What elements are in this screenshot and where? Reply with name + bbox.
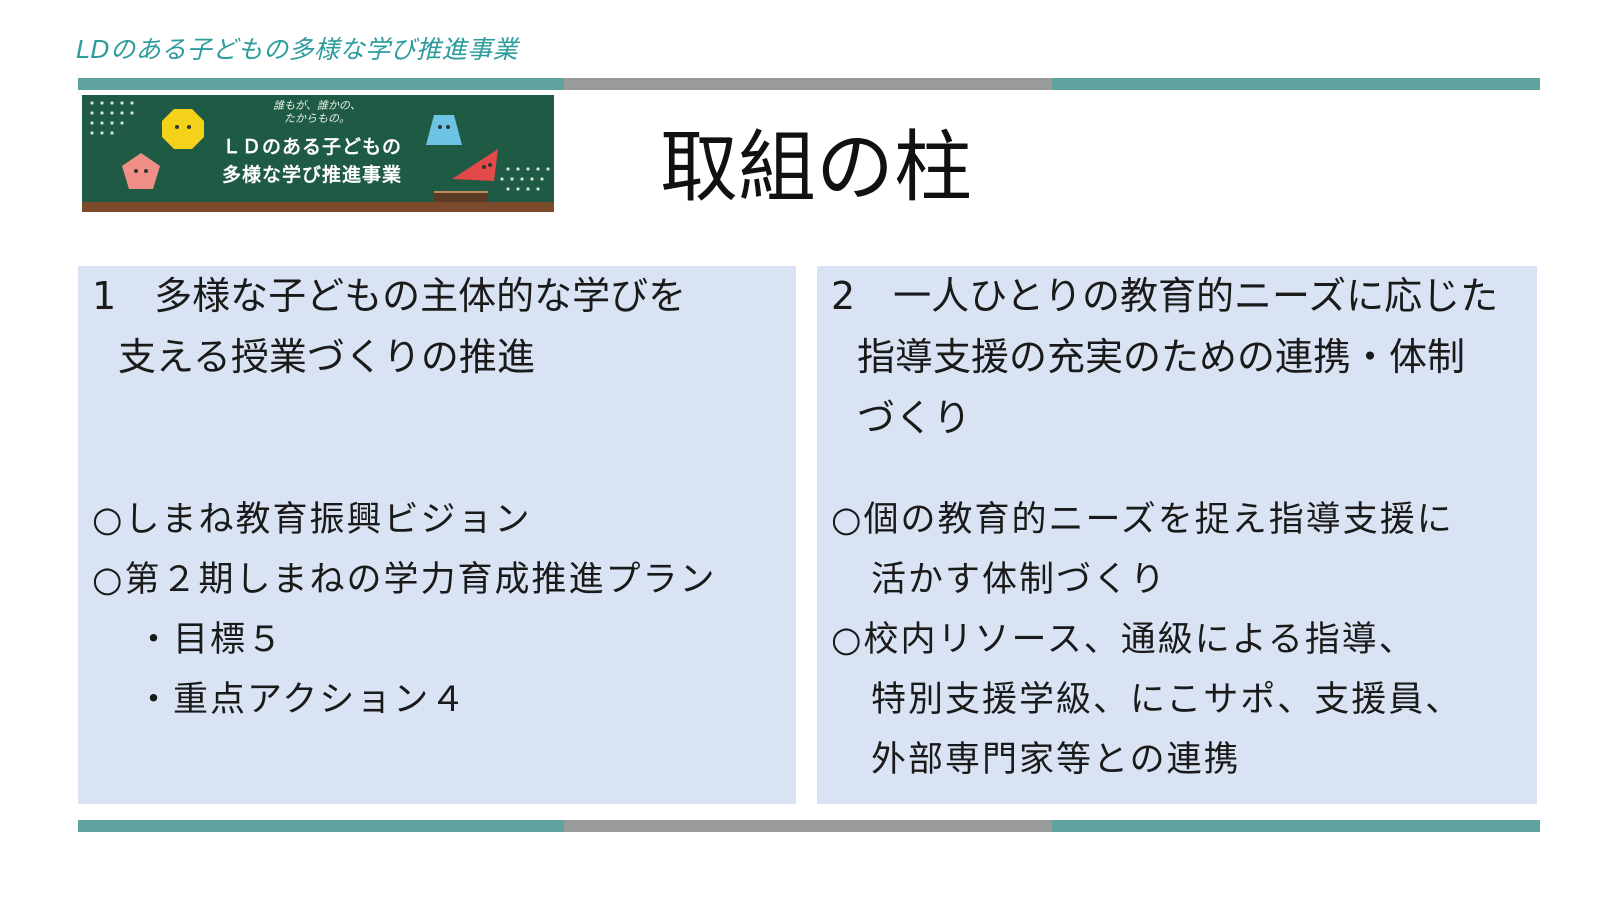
chalk-eraser: [434, 191, 488, 202]
project-banner: 誰もが、誰かの、 たからもの。 ＬＤのある子どもの 多様な学び推進事業: [82, 95, 554, 212]
list-item: ・重点アクション４: [136, 680, 468, 720]
pillar-2-panel: 2 一人ひとりの教育的ニーズに応じた 指導支援の充実のための連携・体制 づくり …: [817, 266, 1537, 804]
dot-pattern-icon: [498, 165, 552, 199]
list-item: 活かす体制づくり: [871, 560, 1168, 600]
list-item: ○校内リソース、通級による指導、: [831, 620, 1416, 660]
yellow-octagon-icon: [162, 109, 204, 149]
pillar-1-panel: 1 多様な子どもの主体的な学びを 支える授業づくりの推進 ○しまね教育振興ビジョ…: [78, 266, 796, 804]
list-item: ・目標５: [136, 620, 285, 660]
blue-trapezoid-icon: [426, 115, 462, 145]
list-item: 特別支援学級、にこサポ、支援員、: [871, 680, 1463, 720]
banner-tagline: 誰もが、誰かの、 たからもの。: [273, 99, 361, 125]
pillar-2-title: 2 一人ひとりの教育的ニーズに応じた 指導支援の充実のための連携・体制 づくり: [831, 274, 1499, 440]
chalk-ledge: [82, 202, 554, 212]
dot-pattern-icon: [88, 99, 142, 143]
pillar-1-title: 1 多様な子どもの主体的な学びを 支える授業づくりの推進: [92, 274, 687, 379]
bottom-divider: [78, 820, 1540, 832]
page-title: 取組の柱: [660, 123, 973, 213]
banner-title: ＬＤのある子どもの 多様な学び推進事業: [221, 136, 402, 186]
top-divider: [78, 78, 1540, 90]
list-item: ○個の教育的ニーズを捉え指導支援に: [831, 500, 1454, 540]
list-item: 外部専門家等との連携: [871, 740, 1241, 780]
pillar-1-list: ○しまね教育振興ビジョン ○第２期しまねの学力育成推進プラン ・目標５ ・重点ア…: [92, 490, 792, 730]
pillar-2-list: ○個の教育的ニーズを捉え指導支援に 活かす体制づくり ○校内リソース、通級による…: [831, 490, 1531, 790]
header-subtitle: LDのある子どもの多様な学び推進事業: [76, 35, 519, 64]
list-item: ○第２期しまねの学力育成推進プラン: [92, 560, 717, 600]
red-triangle-icon: [452, 149, 498, 181]
pink-pentagon-icon: [122, 153, 160, 189]
list-item: ○しまね教育振興ビジョン: [92, 500, 532, 540]
